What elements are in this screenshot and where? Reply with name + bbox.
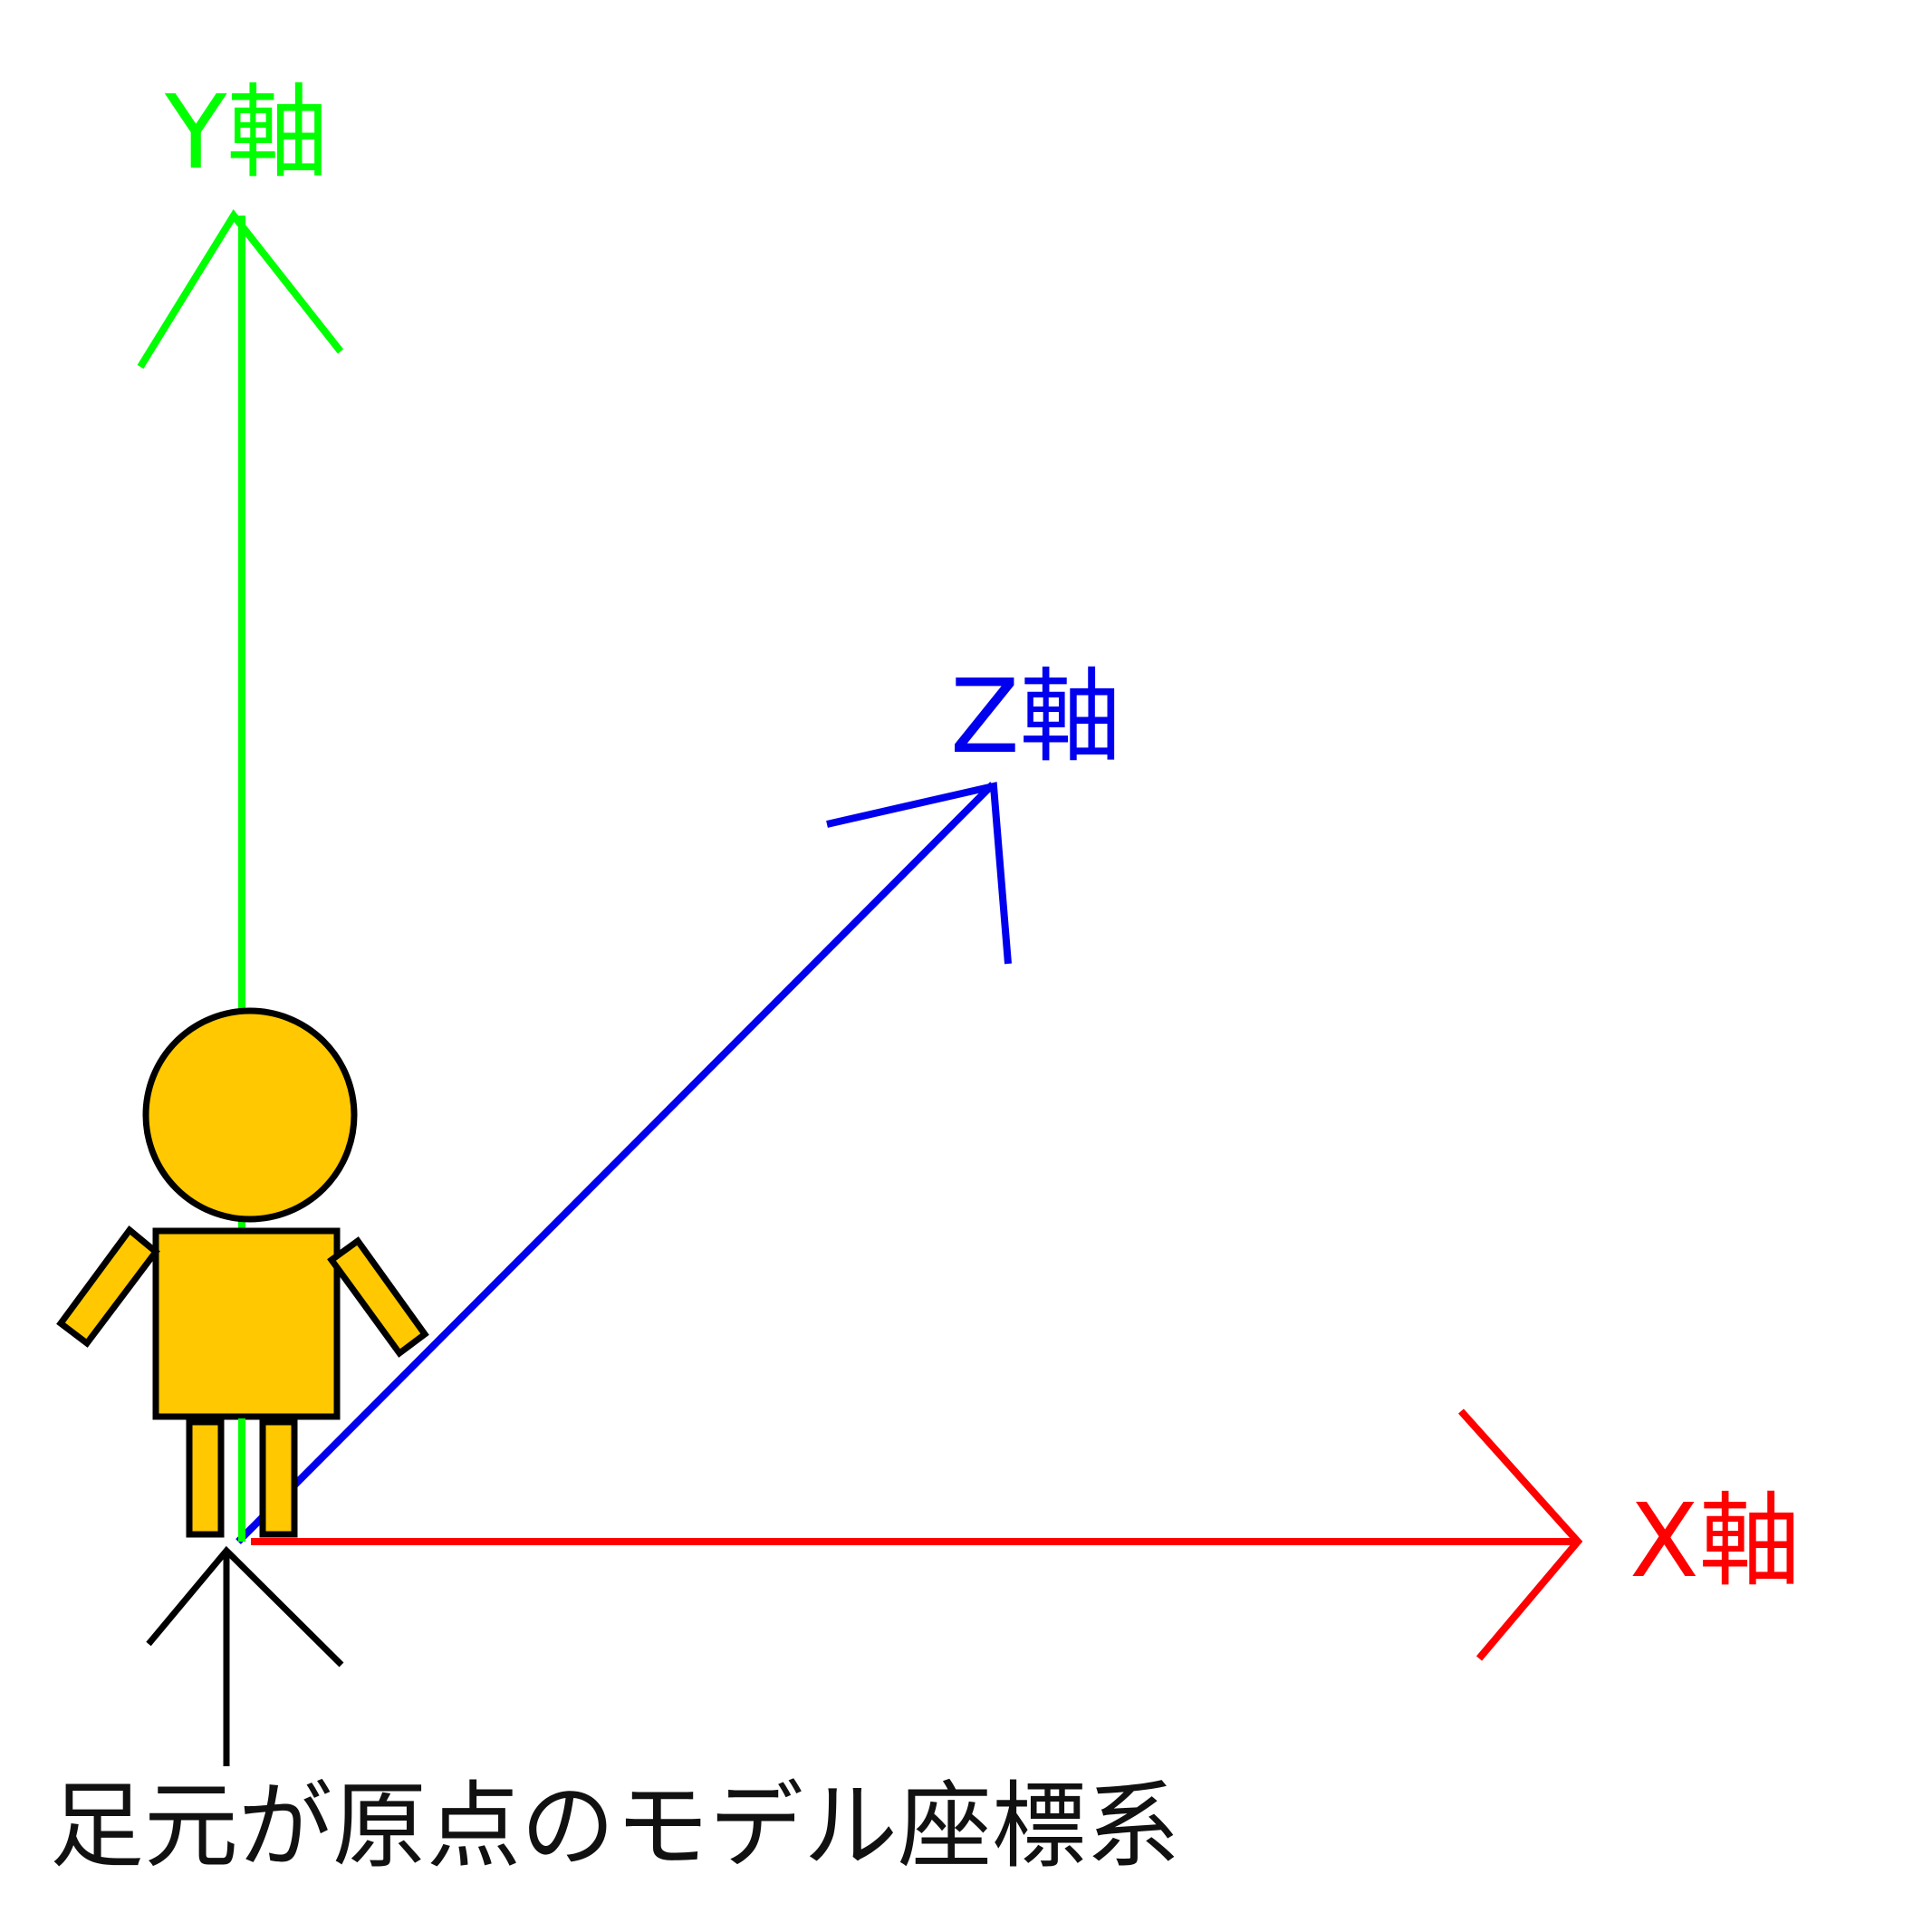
z-axis-label: Z軸 [950, 658, 1121, 776]
figure-right-arm [327, 1236, 429, 1358]
x-axis-label: X軸 [1629, 1483, 1801, 1600]
z-axis-line [235, 782, 995, 1544]
figure-left-leg [186, 1418, 225, 1538]
model-figure [56, 1007, 429, 1538]
y-axis: Y軸 [137, 74, 344, 1542]
figure-right-leg [259, 1418, 298, 1538]
y-axis-label: Y軸 [164, 74, 328, 192]
z-axis: Z軸 [235, 658, 1121, 1544]
origin-pointer [146, 1545, 344, 1766]
z-axis-arrowhead [826, 782, 1012, 965]
x-axis-arrowhead [1458, 1408, 1583, 1661]
figure-left-arm [56, 1225, 160, 1348]
figure-head [142, 1007, 358, 1223]
origin-pointer-arrowhead [146, 1545, 344, 1668]
x-axis: X軸 [251, 1408, 1801, 1661]
diagram-caption: 足元が原点のモデル座標系 [50, 1771, 1180, 1881]
y-axis-arrowhead [137, 209, 344, 370]
figure-body [152, 1227, 341, 1420]
